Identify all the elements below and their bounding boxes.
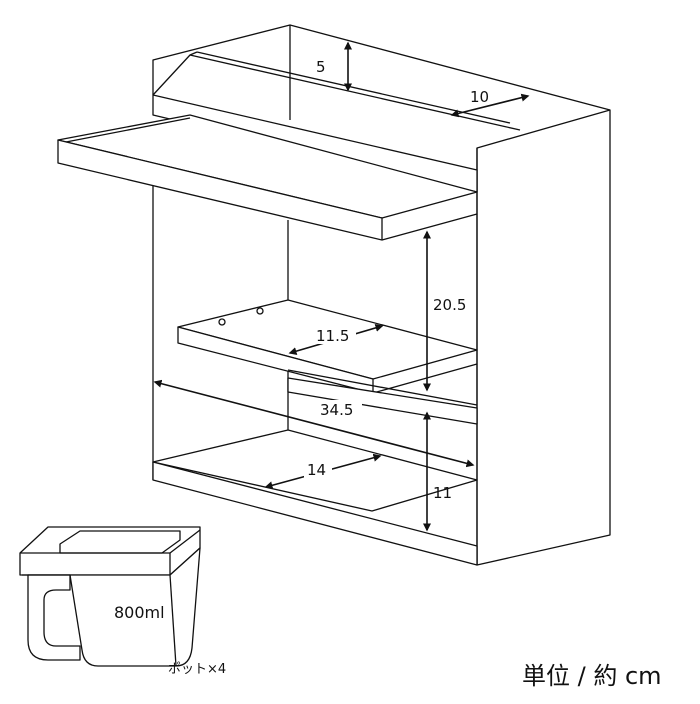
lower-rail [287,377,478,425]
label-bottom-depth: 14 [307,461,326,479]
pot-handle [27,574,81,661]
right-side-panel [476,109,611,566]
label-shelf-gap: 20.5 [433,296,466,314]
label-middle-depth: 11.5 [316,327,349,345]
cabinet [57,24,611,566]
unit-label: 単位 / 約 cm [522,662,662,690]
pot-capacity-label: 800ml [114,603,165,622]
pot-caption: ポット×4 [168,662,226,677]
screw-right [256,307,264,315]
dimension-labels: 5 10 20.5 11.5 34.5 14 11 [304,58,489,502]
label-top-width: 10 [470,88,489,106]
sliding-shelf-under [381,213,478,241]
top-tray-back-rim [189,54,521,131]
bottom-board-front [152,461,478,566]
pot [19,526,201,667]
arrow-top-width [450,93,530,118]
arrow-total-width [153,379,475,468]
label-top-depth: 5 [316,58,326,76]
back-top-edge [289,24,611,111]
screw-left [218,318,226,326]
sliding-shelf-rail [65,117,191,143]
label-total-width: 34.5 [320,401,353,419]
pot-body [69,547,201,667]
label-bottom-height: 11 [433,484,452,502]
